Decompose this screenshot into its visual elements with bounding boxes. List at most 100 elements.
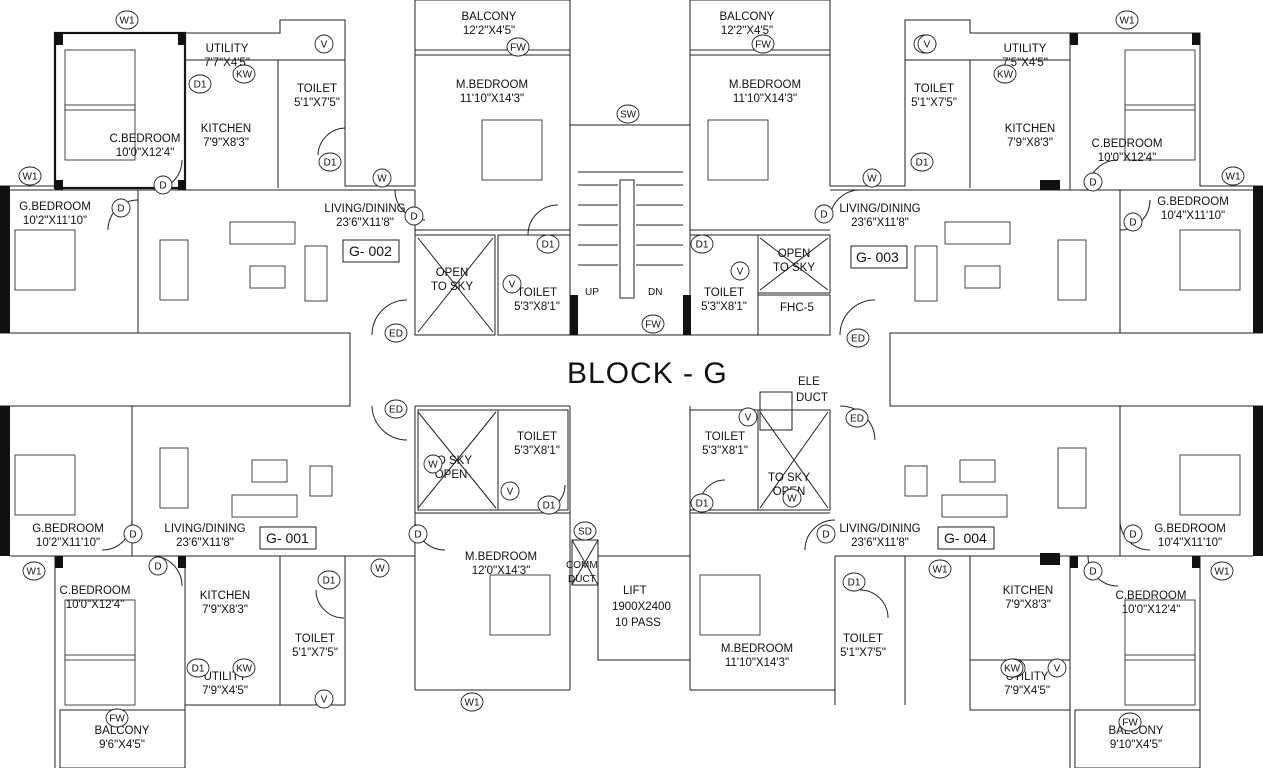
tag-kw: KW — [1000, 658, 1024, 678]
tag-d1: D1 — [317, 570, 341, 590]
room-toilet: TOILET 5'1"X7'5" — [294, 83, 340, 109]
room-m-bedroom: M.BEDROOM 11'10"X14'3" — [721, 643, 793, 669]
room-name: M.BEDROOM — [729, 79, 801, 91]
room-name: M.BEDROOM — [721, 643, 793, 655]
room-size: 10'2"X11'10" — [36, 537, 100, 549]
ele-duct-label-2: DUCT — [796, 392, 828, 404]
tag-fw: FW — [641, 314, 665, 334]
svg-text:D: D — [414, 530, 421, 541]
svg-text:V: V — [507, 487, 514, 498]
tag-d: D — [404, 206, 424, 226]
svg-text:W1: W1 — [1226, 172, 1241, 183]
room-name: G.BEDROOM — [19, 201, 91, 213]
svg-text:D: D — [129, 530, 136, 541]
tag-w1: W1 — [22, 561, 46, 581]
flat-label-g002: G- 002 — [349, 243, 392, 259]
room-size: 7'9"X4'5" — [202, 685, 248, 697]
svg-text:W: W — [428, 460, 438, 471]
tag-d1: D1 — [537, 495, 561, 515]
tag-d1: D1 — [536, 234, 560, 254]
room-name: TOILET — [517, 287, 557, 299]
svg-text:D1: D1 — [543, 501, 556, 512]
tag-v: V — [502, 274, 522, 294]
room-name: M.BEDROOM — [465, 551, 537, 563]
svg-text:ED: ED — [850, 414, 864, 425]
room-size: 5'1"X7'5" — [294, 97, 340, 109]
room-size: 10'4"X11'10" — [1158, 537, 1222, 549]
svg-text:FW: FW — [755, 40, 771, 51]
tag-d1: D1 — [690, 234, 714, 254]
room-name: M.BEDROOM — [456, 79, 528, 91]
svg-text:W1: W1 — [27, 567, 42, 578]
room-size: 10'2"X11'10" — [23, 215, 87, 227]
room-c-bedroom: C.BEDROOM 10'0"X12'4" — [110, 133, 181, 159]
room-name: TOILET — [517, 431, 557, 443]
tag-v: V — [500, 481, 520, 501]
svg-text:D: D — [1129, 218, 1136, 229]
tag-d1: D1 — [318, 152, 342, 172]
svg-text:V: V — [321, 40, 328, 51]
svg-text:D1: D1 — [194, 80, 207, 91]
lift-size: 1900X2400 — [612, 601, 671, 613]
svg-text:KW: KW — [236, 664, 253, 675]
tag-w: W — [423, 454, 443, 474]
room-name: LIVING/DINING — [839, 523, 920, 535]
svg-text:W1: W1 — [1215, 567, 1230, 578]
tag-kw: KW — [993, 64, 1017, 84]
tag-ed: ED — [846, 328, 870, 348]
room-name: TOILET — [705, 431, 745, 443]
svg-text:V: V — [737, 267, 744, 278]
tag-fw: FW — [105, 708, 129, 728]
svg-text:W: W — [867, 174, 877, 185]
tag-fw: FW — [506, 37, 530, 57]
room-name: UTILITY — [1004, 43, 1047, 55]
room-name: TOILET — [297, 83, 337, 95]
tag-fw: FW — [751, 34, 775, 54]
room-size: 5'1"X7'5" — [911, 97, 957, 109]
room-size: 23'6"X11'8" — [851, 537, 909, 549]
tag-w: W — [372, 168, 392, 188]
tag-v: V — [730, 261, 750, 281]
room-size: 7'9"X4'5" — [1004, 685, 1050, 697]
svg-text:W1: W1 — [1120, 16, 1135, 27]
tag-d: D — [123, 524, 143, 544]
room-size: 10'0"X12'4" — [116, 147, 175, 159]
room-name: LIVING/DINING — [324, 203, 405, 215]
svg-text:V: V — [509, 280, 516, 291]
tag-w1: W1 — [1221, 166, 1245, 186]
room-name: C.BEDROOM — [1092, 138, 1163, 150]
room-size: 10'0"X12'4" — [1098, 152, 1157, 164]
svg-text:W: W — [375, 564, 385, 575]
svg-text:D: D — [1129, 530, 1136, 541]
svg-text:V: V — [321, 695, 328, 706]
room-size: 10'0"X12'4" — [66, 599, 125, 611]
room-size: 11'10"X14'3" — [725, 657, 789, 669]
svg-text:D1: D1 — [916, 158, 929, 169]
svg-text:V: V — [924, 40, 931, 51]
room-name: C.BEDROOM — [110, 133, 181, 145]
room-name: G.BEDROOM — [32, 523, 104, 535]
svg-text:D: D — [822, 530, 829, 541]
room-name: TO SKY — [768, 472, 810, 484]
flat-label-g003: G- 003 — [856, 249, 899, 265]
room-name: KITCHEN — [1005, 123, 1055, 135]
svg-text:ED: ED — [389, 405, 403, 416]
svg-text:KW: KW — [236, 70, 253, 81]
room-size: 10'0"X12'4" — [1122, 604, 1181, 616]
svg-text:D1: D1 — [323, 576, 336, 587]
room-name: G.BEDROOM — [1154, 523, 1226, 535]
svg-text:W: W — [787, 494, 797, 505]
room-name: TOILET — [914, 83, 954, 95]
room-size: 5'3"X8'1" — [702, 445, 748, 457]
